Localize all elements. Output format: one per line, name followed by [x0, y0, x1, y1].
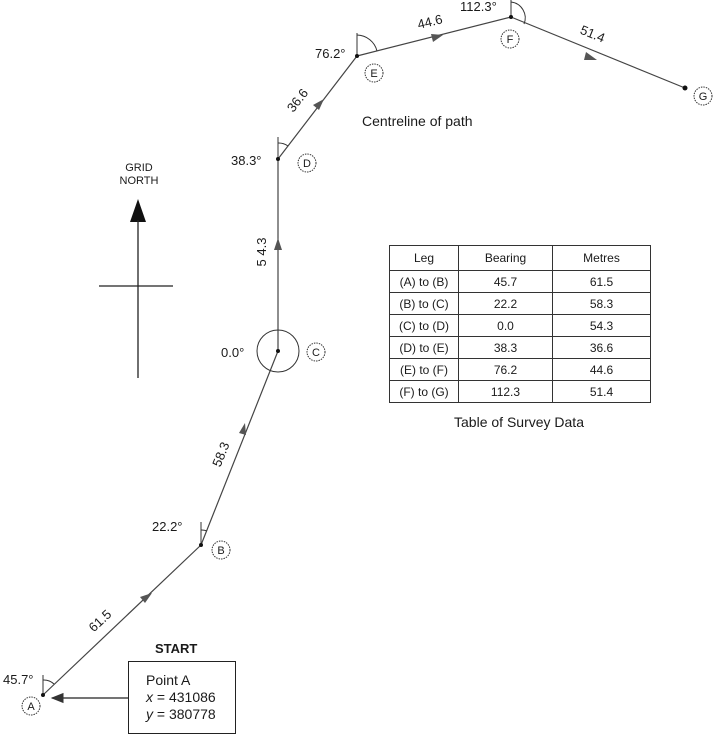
angle-label-c: 0.0°: [221, 345, 244, 360]
start-x-value: = 431086: [156, 689, 216, 705]
table-cell-bearing: 112.3: [458, 380, 553, 403]
table-row: (A) to (B) 45.7 61.5: [389, 270, 651, 293]
leg-c-d-arrow-icon: [274, 238, 282, 250]
table-cell-bearing: 0.0: [458, 314, 553, 337]
start-y-coordinate: y = 380778: [146, 706, 235, 723]
point-labels: A B C D E F G: [21, 29, 713, 716]
bearing-circle-c: [256, 329, 300, 373]
table-row: (C) to (D) 0.0 54.3: [389, 314, 651, 337]
point-d-label-circle: [297, 153, 317, 173]
centreline-label: Centreline of path: [362, 113, 473, 129]
point-b-label: B: [217, 545, 224, 557]
leg-e-f-arrow-icon: [431, 34, 443, 42]
point-f-dot: [509, 15, 513, 19]
table-caption: Table of Survey Data: [454, 414, 584, 430]
leg-f-g-distance: 51.4: [578, 22, 607, 45]
grid-north-symbol: GRID NORTH: [99, 162, 173, 378]
leg-d-e-distance: 36.6: [284, 86, 311, 115]
leg-b-c: [200, 350, 279, 546]
start-y-variable: y: [146, 706, 153, 722]
start-x-coordinate: x = 431086: [146, 689, 235, 706]
table-cell-metres: 44.6: [552, 358, 651, 381]
table-cell-bearing: 45.7: [458, 270, 553, 293]
start-x-variable: x: [146, 689, 153, 705]
point-d-dot: [276, 157, 280, 161]
table-header-row: Leg Bearing Metres: [389, 245, 651, 271]
grid-north-label-line2: NORTH: [120, 175, 159, 187]
point-a-dot: [41, 693, 45, 697]
table-row: (F) to (G) 112.3 51.4: [389, 380, 651, 403]
leg-c-d-distance: 5 4.3: [254, 238, 269, 267]
table-header-leg: Leg: [389, 245, 459, 271]
bearing-arc-b: [200, 529, 208, 532]
leg-d-e-arrow-icon: [313, 99, 324, 110]
grid-north-label-line1: GRID: [125, 162, 153, 174]
point-e-dot: [355, 54, 359, 58]
table-row: (D) to (E) 38.3 36.6: [389, 336, 651, 359]
table-cell-metres: 54.3: [552, 314, 651, 337]
point-c-label-circle: [306, 342, 326, 362]
point-d-label: D: [303, 158, 311, 170]
point-e-label-circle: [364, 63, 384, 83]
start-point-box: Point A x = 431086 y = 380778: [128, 661, 236, 734]
point-b-label-circle: [211, 540, 231, 560]
bearing-indicators: [42, 0, 526, 695]
grid-north-arrow-icon: [130, 199, 146, 222]
point-f-label-circle: [500, 29, 520, 49]
point-g-label: G: [699, 91, 708, 103]
table-cell-bearing: 76.2: [458, 358, 553, 381]
leg-f-g: [510, 16, 686, 89]
table-cell-metres: 58.3: [552, 292, 651, 315]
leg-f-g-arrow-icon: [584, 52, 597, 60]
table-cell-leg: (A) to (B): [389, 270, 459, 293]
table-cell-leg: (B) to (C): [389, 292, 459, 315]
table-cell-leg: (D) to (E): [389, 336, 459, 359]
survey-data-table: Leg Bearing Metres (A) to (B) 45.7 61.5 …: [389, 245, 651, 403]
bearing-angle-labels: 45.7° 22.2° 0.0° 38.3° 76.2° 112.3°: [3, 0, 497, 687]
leg-b-c-arrow-icon: [239, 423, 246, 435]
angle-label-d: 38.3°: [231, 153, 262, 168]
angle-label-b: 22.2°: [152, 519, 183, 534]
leg-a-b: [42, 544, 202, 696]
bearing-arc-e: [356, 34, 378, 52]
point-g-label-circle: [693, 86, 713, 106]
point-c-dot: [276, 349, 280, 353]
angle-label-e: 76.2°: [315, 46, 346, 61]
start-point-name: Point A: [146, 672, 191, 688]
point-a-label: A: [27, 701, 35, 713]
table-cell-metres: 36.6: [552, 336, 651, 359]
table-cell-leg: (E) to (F): [389, 358, 459, 381]
leg-e-f-distance: 44.6: [416, 11, 444, 32]
point-b-dot: [199, 543, 203, 547]
leg-distance-labels: 61.5 58.3 5 4.3 36.6 44.6 51.4: [86, 11, 608, 635]
survey-points: [41, 15, 688, 697]
table-header-metres: Metres: [552, 245, 651, 271]
leg-b-c-distance: 58.3: [209, 440, 232, 469]
table-row: (B) to (C) 22.2 58.3: [389, 292, 651, 315]
start-y-value: = 380778: [156, 706, 216, 722]
leg-direction-arrows: [140, 34, 597, 603]
point-e-label: E: [370, 68, 377, 80]
table-cell-leg: (F) to (G): [389, 380, 459, 403]
table-cell-bearing: 38.3: [458, 336, 553, 359]
table-row: (E) to (F) 76.2 44.6: [389, 358, 651, 381]
bearing-arc-d: [277, 142, 289, 147]
point-f-label: F: [507, 34, 514, 46]
table-header-bearing: Bearing: [458, 245, 553, 271]
bearing-arc-a: [42, 679, 55, 685]
start-heading: START: [155, 641, 198, 656]
leg-a-b-arrow-icon: [140, 593, 152, 603]
bearing-arc-f: [510, 1, 526, 25]
point-a-label-circle: [21, 696, 41, 716]
point-c-label: C: [312, 347, 320, 359]
point-g-dot: [682, 85, 688, 91]
angle-label-f: 112.3°: [460, 0, 497, 14]
table-cell-leg: (C) to (D): [389, 314, 459, 337]
table-cell-metres: 61.5: [552, 270, 651, 293]
table-cell-metres: 51.4: [552, 380, 651, 403]
table-cell-bearing: 22.2: [458, 292, 553, 315]
angle-label-a: 45.7°: [3, 672, 34, 687]
